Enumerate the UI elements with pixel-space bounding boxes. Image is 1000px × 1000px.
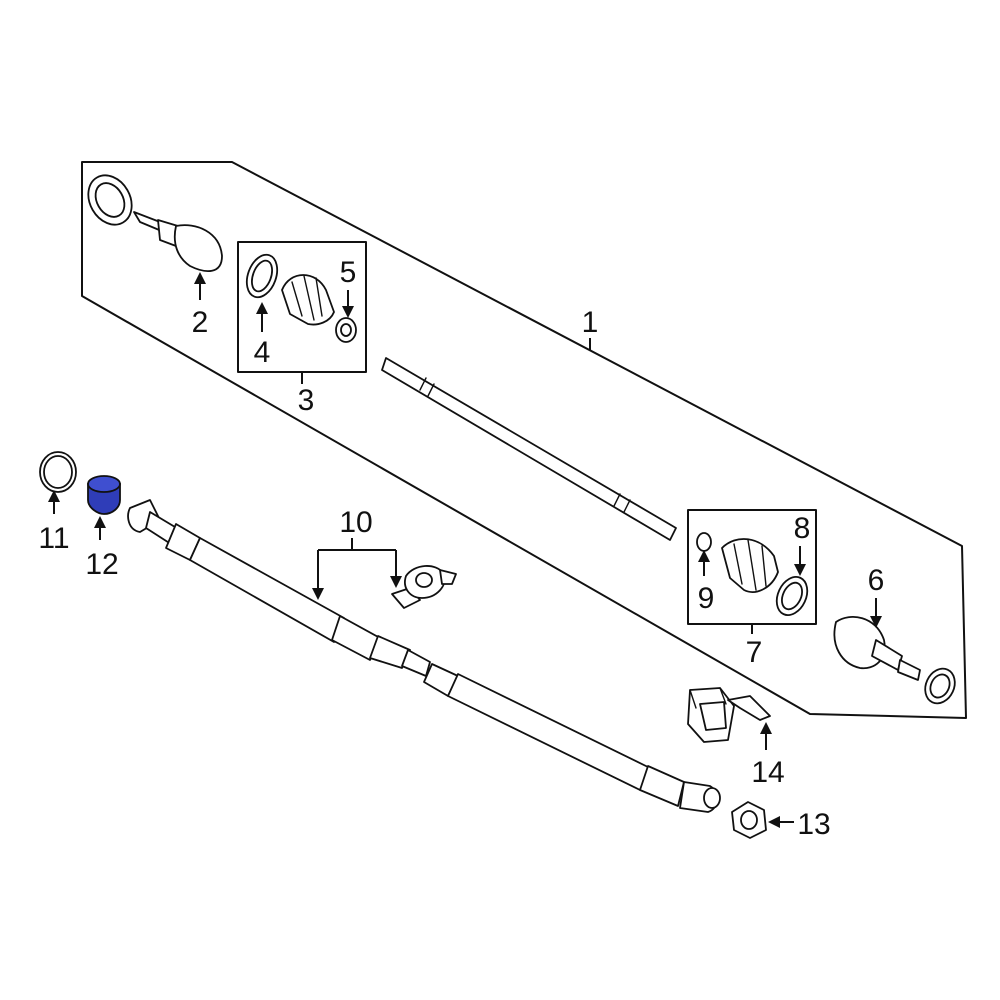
- callout-9: 9: [698, 582, 715, 615]
- callout-6: 6: [868, 564, 885, 597]
- leader-12: [94, 516, 106, 540]
- callout-2: 2: [192, 306, 209, 339]
- boot-clamp-9[interactable]: [696, 532, 712, 552]
- bracket-14[interactable]: [687, 687, 771, 743]
- kit-outline-1: [81, 161, 967, 719]
- leader-6: [870, 598, 882, 628]
- boot-clamp-8[interactable]: [771, 572, 813, 620]
- leader-11: [48, 490, 60, 514]
- cv-boot-7[interactable]: [721, 538, 779, 593]
- leader-8: [794, 546, 806, 576]
- callout-11: 11: [38, 522, 69, 555]
- callout-13: 13: [797, 808, 830, 841]
- callout-12: 12: [85, 548, 118, 581]
- callout-3: 3: [298, 384, 315, 417]
- boot-clamp-5[interactable]: [335, 317, 357, 343]
- dust-cap-12[interactable]: [87, 475, 121, 515]
- leader-4: [256, 302, 268, 332]
- drive-shaft[interactable]: [127, 499, 721, 813]
- leader-13: [768, 816, 794, 828]
- leader-9: [698, 550, 710, 576]
- seal-ring-11[interactable]: [39, 451, 77, 493]
- outer-cv-joint-2[interactable]: [80, 167, 223, 272]
- boot-clamp-4[interactable]: [241, 251, 282, 302]
- nut-13[interactable]: [731, 801, 767, 839]
- axle-shaft: [381, 357, 677, 541]
- callout-7: 7: [746, 636, 763, 669]
- callout-4: 4: [254, 336, 271, 369]
- inner-cv-joint-6[interactable]: [833, 615, 960, 708]
- cv-boot-3[interactable]: [281, 274, 335, 326]
- callout-5: 5: [340, 256, 357, 289]
- leader-10: [312, 538, 402, 600]
- center-bearing-10[interactable]: [391, 565, 457, 609]
- callout-8: 8: [794, 512, 811, 545]
- leader-5: [342, 290, 354, 318]
- callout-10: 10: [339, 506, 372, 539]
- leader-14: [760, 722, 772, 750]
- leader-2: [194, 272, 206, 300]
- callout-14: 14: [751, 756, 784, 789]
- callout-1: 1: [582, 306, 599, 339]
